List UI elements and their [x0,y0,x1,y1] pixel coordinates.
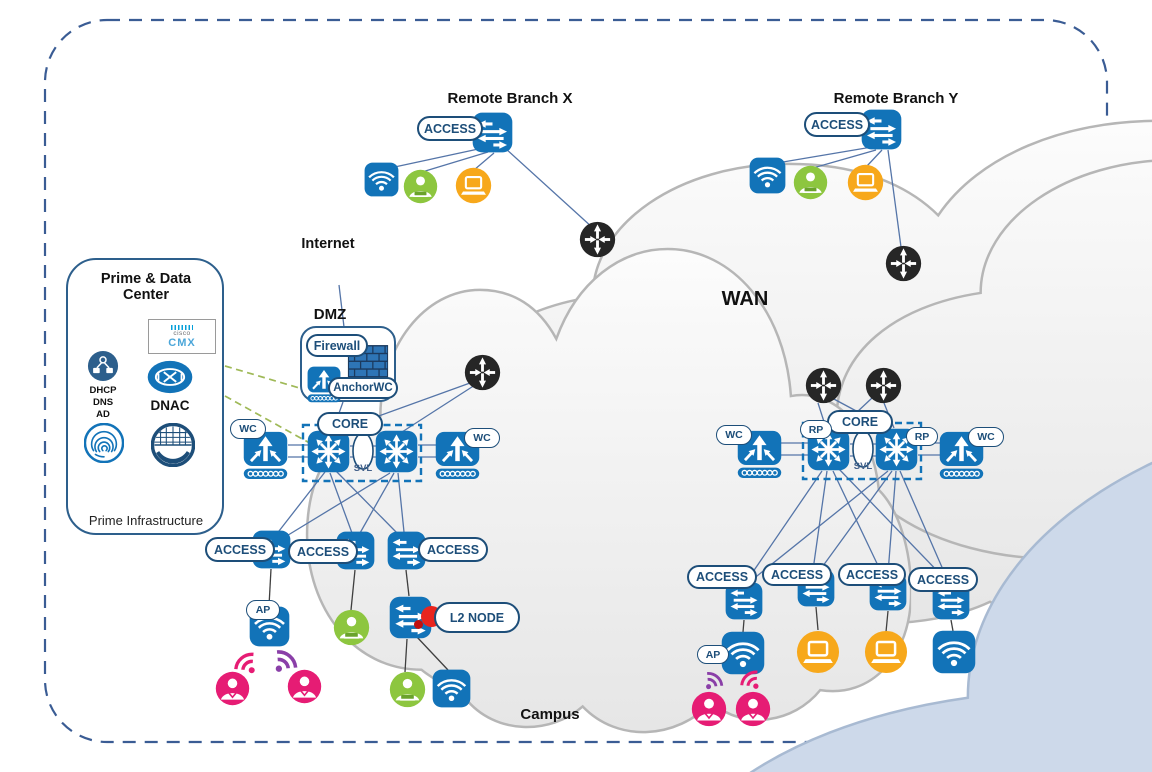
wan-router-icon-3 [464,354,501,391]
management-links [224,365,331,447]
dhcp-dns-ad-icon [87,350,119,382]
ise-fingerprint-icon [84,423,124,463]
core-left-switch-1-icon [307,430,350,473]
access-left-1-pill: ACCESS [205,537,275,562]
rp-right-pill: RP [906,427,938,446]
ap-right-pill: AP [697,645,729,664]
remote-branch-y-title: Remote Branch Y [833,90,959,107]
wan-router-icon-4 [805,367,842,404]
access-right-3-pill: ACCESS [838,563,906,586]
svl-right-label: SVL [853,461,873,472]
campus-label: Campus [520,706,580,723]
campus-right-laptop-icon-2 [864,630,908,674]
wireless-user-icon-1 [215,671,250,706]
svl-left-label: SVL [353,463,373,474]
wc-right-1-pill: WC [716,425,752,445]
campus-left-user-icon [333,609,370,646]
dnac-icon [147,360,193,394]
dmz-label: DMZ [313,306,347,323]
wan-router-icon-2 [885,245,922,282]
wan-label: WAN [721,288,769,310]
dnac-label: DNAC [150,398,190,413]
l2-node-pill: L2 NODE [434,602,520,633]
wc-right-2-pill: WC [968,427,1004,447]
wireless-user-icon-4 [735,691,771,727]
core-right-pill: CORE [827,410,893,434]
rbx-access-pill: ACCESS [417,116,483,141]
cisco-logo-bars-icon [171,324,193,330]
core-left-pill: CORE [317,412,383,436]
cmx-logo: cisco CMX [148,319,216,354]
prime-data-center-box [66,258,224,535]
rp-left-pill: RP [800,420,832,439]
access-right-2-pill: ACCESS [762,563,832,586]
prime-title: Prime & Data Center [100,271,192,303]
ad-label: AD [96,409,110,420]
l2-node-ap-icon [432,669,471,708]
rbx-wireless-ap-icon [364,162,399,197]
campus-boundary-border [43,18,1109,744]
cisco-brand-text: cisco [173,329,191,337]
prime-footer-label: Prime Infrastructure [88,513,204,528]
dns-label: DNS [92,397,114,408]
internet-label: Internet [301,236,355,252]
cmx-name-text: CMX [168,336,196,349]
access-right-1-pill: ACCESS [687,565,757,589]
rby-wireless-ap-icon [749,157,786,194]
anchorwc-pill: AnchorWC [328,377,398,399]
wireless-user-icon-3 [691,691,727,727]
wc-left-1-pill: WC [230,419,266,439]
wc-left-2-pill: WC [464,428,500,448]
rbx-laptop-icon [455,167,492,204]
wan-router-icon-5 [865,367,902,404]
wireless-user-icon-2 [287,669,322,704]
rby-laptop-icon [847,164,884,201]
dhcp-label: DHCP [89,385,117,396]
l2-node-user-icon [389,671,426,708]
access-left-2-pill: ACCESS [288,539,358,564]
l2-node-red-dot [414,620,423,629]
access-right-4-pill: ACCESS [908,567,978,592]
campus-right-wireless-icon [932,630,976,674]
rby-user-icon [793,165,828,200]
ap-left-pill: AP [246,600,280,620]
access-left-3-pill: ACCESS [418,537,488,562]
prime-infrastructure-icon [151,423,195,467]
firewall-pill: Firewall [306,334,368,357]
topology-links [271,146,949,583]
remote-branch-x-title: Remote Branch X [447,90,573,107]
rbx-user-icon [403,169,438,204]
wan-router-icon-1 [579,221,616,258]
rby-access-pill: ACCESS [804,112,870,137]
core-left-switch-2-icon [375,430,418,473]
campus-right-laptop-icon-1 [796,630,840,674]
